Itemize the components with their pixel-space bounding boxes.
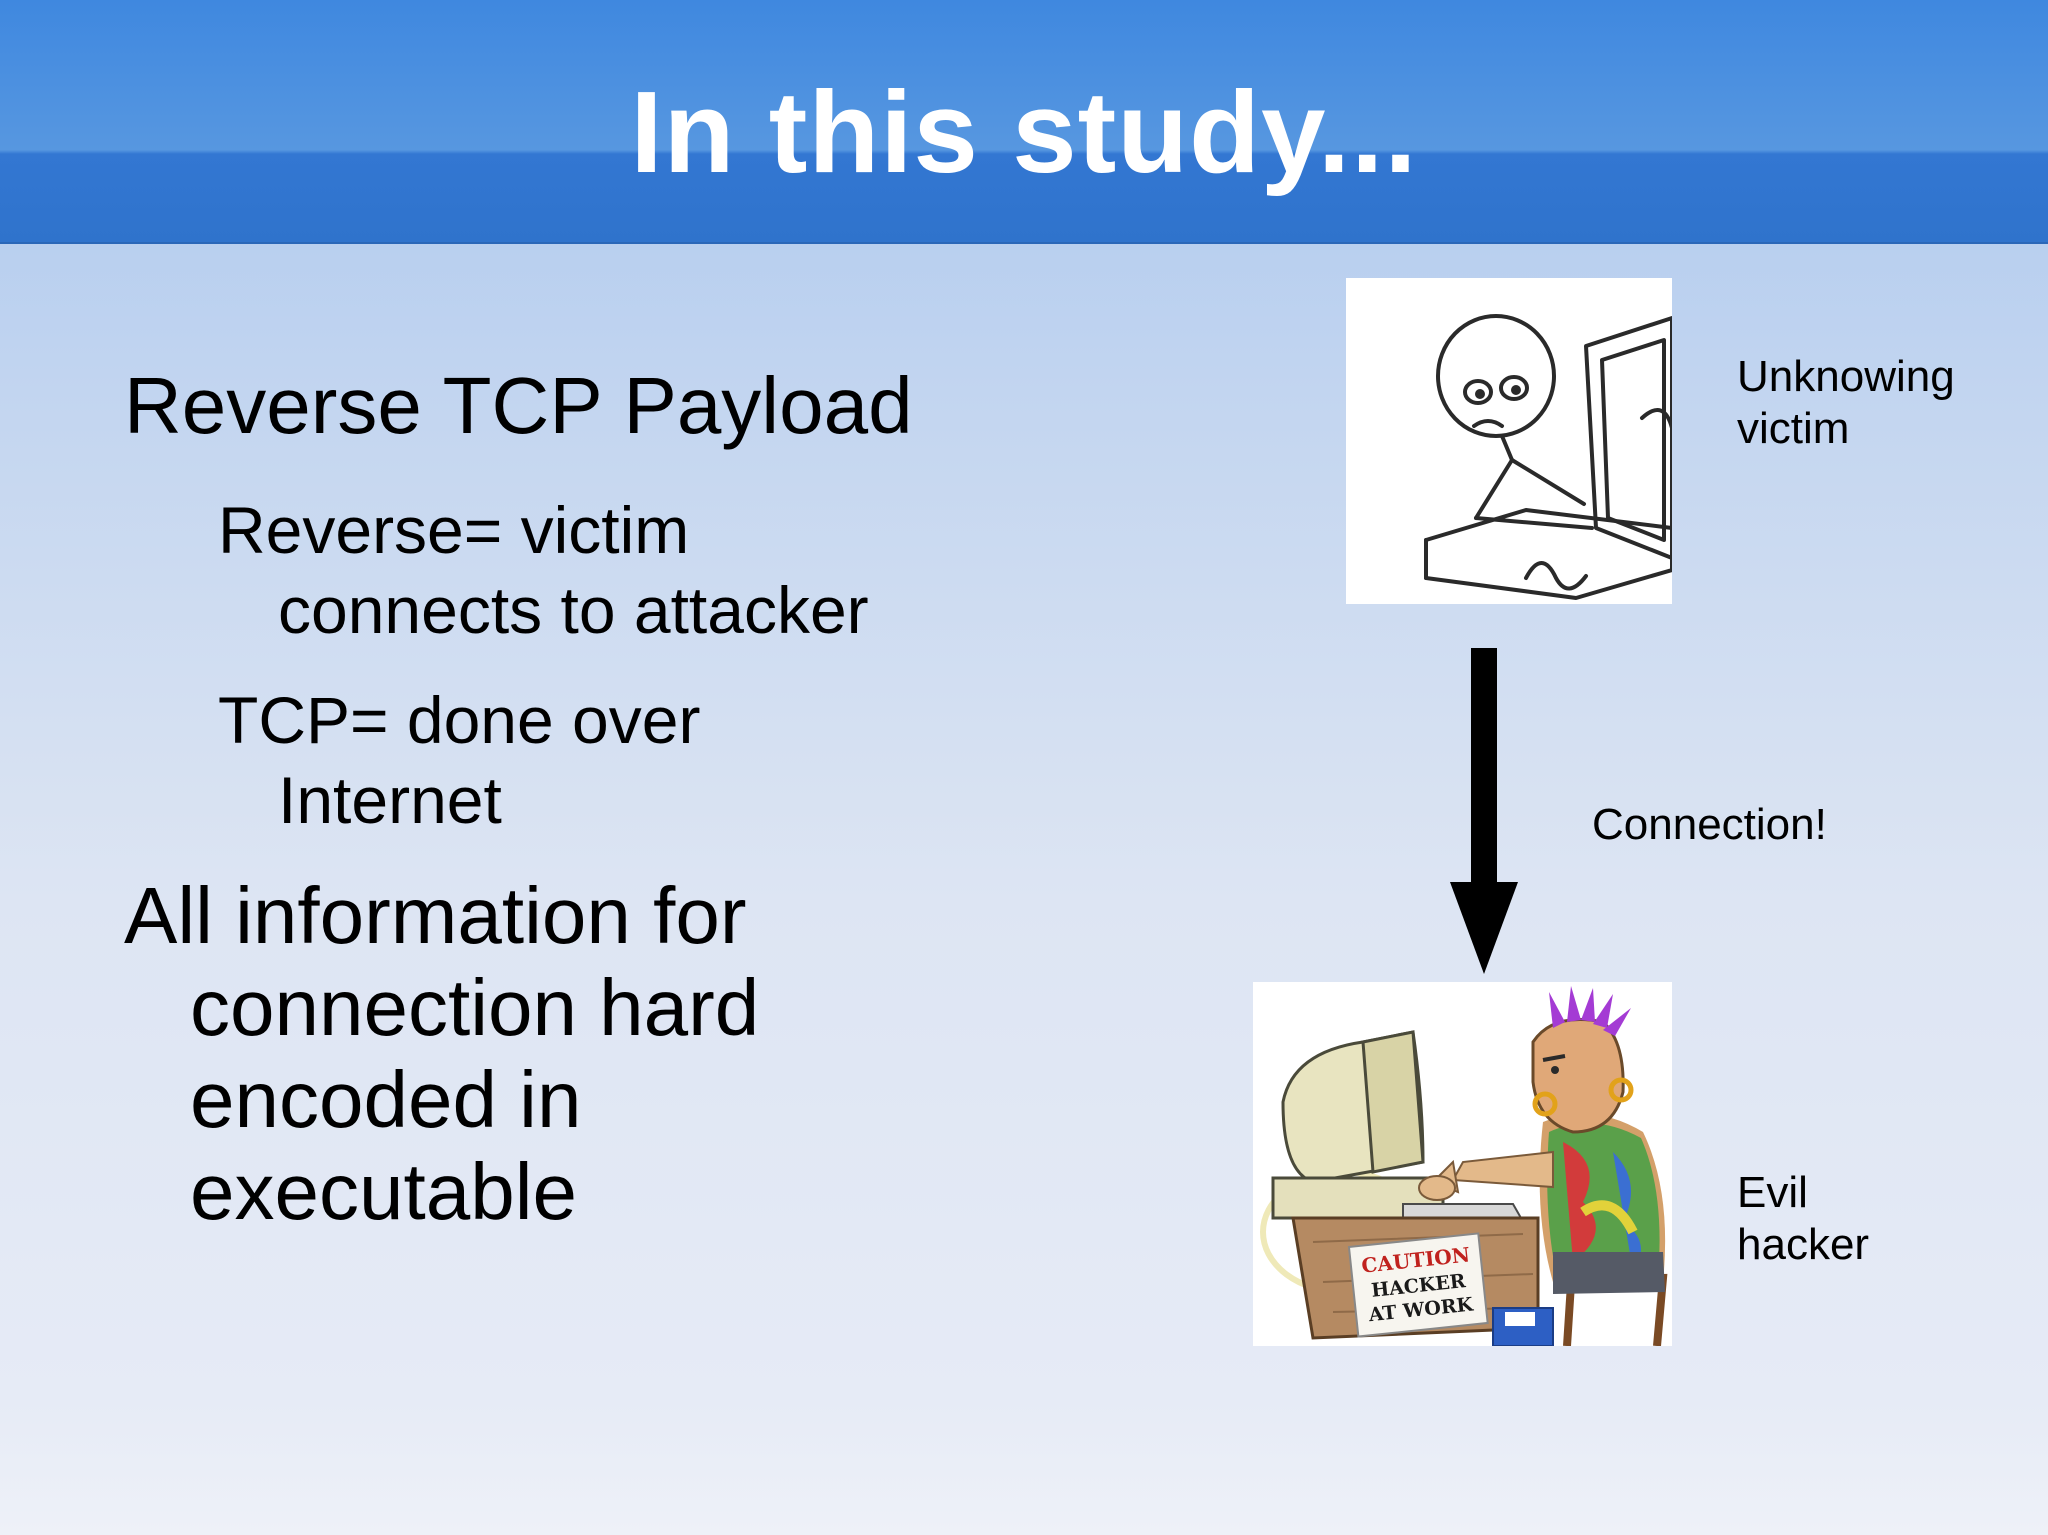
connection-label: Connection! xyxy=(1592,800,1827,849)
hacker-drawing: CAUTION HACKER AT WORK xyxy=(1260,986,1668,1347)
sub-bullet-tcp-line1: TCP= done over xyxy=(218,683,701,757)
sub-bullet-reverse-line2: connects to attacker xyxy=(278,573,869,647)
hacker-image: CAUTION HACKER AT WORK xyxy=(1253,982,1672,1347)
victim-label-line1: Unknowing xyxy=(1737,352,1955,401)
sub-bullet-reverse-line1: Reverse= victim xyxy=(218,493,690,567)
bullet-info-line2: connection hard xyxy=(190,963,760,1052)
connection-arrow-icon xyxy=(1450,648,1518,974)
bullet-reverse-tcp-payload: Reverse TCP Payload xyxy=(124,361,913,450)
slide-title: In this study... xyxy=(630,67,1418,197)
victim-image xyxy=(1346,278,1674,604)
victim-drawing xyxy=(1424,314,1674,600)
hacker-label-line2: hacker xyxy=(1737,1220,1870,1269)
bullet-info-line1: All information for xyxy=(124,871,747,960)
victim-label-line2: victim xyxy=(1737,404,1850,453)
hacker-label-line1: Evil xyxy=(1737,1168,1808,1217)
bullet-info-line3: encoded in xyxy=(190,1055,582,1144)
title-bar: In this study... xyxy=(0,0,2048,244)
sub-bullet-tcp-line2: Internet xyxy=(278,763,502,837)
bullet-info-line4: executable xyxy=(190,1147,577,1236)
